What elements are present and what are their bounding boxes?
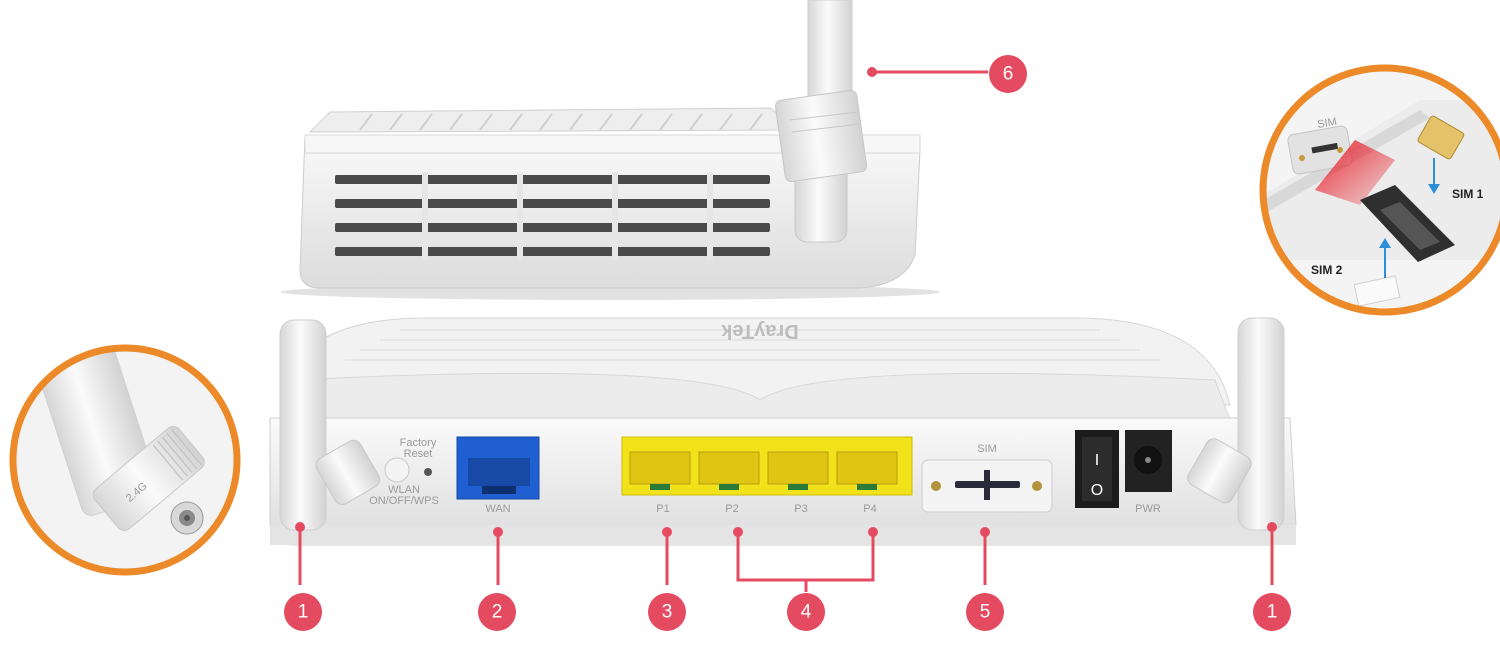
callout-6: 6 xyxy=(867,55,1027,93)
callout-1-right-number: 1 xyxy=(1267,602,1278,623)
power-switch[interactable]: I O xyxy=(1075,430,1119,508)
factory-reset-button[interactable] xyxy=(424,468,432,476)
callout-1-left-number: 1 xyxy=(298,602,309,623)
callout-4-number: 4 xyxy=(801,602,812,623)
label-line: Reset xyxy=(404,448,433,460)
wlan-wps-button[interactable] xyxy=(384,457,410,483)
sim-slot[interactable] xyxy=(921,459,1053,513)
switch-on-mark: I xyxy=(1095,452,1099,469)
pwr-label: PWR xyxy=(1135,503,1161,515)
callout-1-right: 1 xyxy=(1253,527,1291,631)
callout-3: 3 xyxy=(648,527,686,631)
callout-2-number: 2 xyxy=(492,602,503,623)
port-label-p2: P2 xyxy=(725,503,738,515)
wan-label: WAN xyxy=(485,503,510,515)
callout-5-number: 5 xyxy=(980,602,991,623)
port-label-p4: P4 xyxy=(863,503,876,515)
antenna-right xyxy=(1187,317,1285,532)
label-line: ON/OFF/WPS xyxy=(369,495,439,507)
sim-zoom-inset: SIM SIM 1 SIM 2 xyxy=(1259,64,1500,316)
sim-label: SIM xyxy=(977,443,997,455)
callout-6-number: 6 xyxy=(1003,64,1014,85)
router-side-view xyxy=(280,0,940,300)
port-label-p1: P1 xyxy=(656,503,669,515)
callout-4: 4 xyxy=(733,527,878,631)
sim-slot-text: SIM xyxy=(1316,116,1337,131)
sim1-label: SIM 1 xyxy=(1452,187,1484,201)
side-antenna xyxy=(774,0,868,183)
wan-port xyxy=(456,436,540,500)
callout-5: 5 xyxy=(966,527,1004,631)
port-label-p3: P3 xyxy=(794,503,807,515)
power-jack xyxy=(1125,430,1172,492)
switch-off-mark: O xyxy=(1091,482,1103,499)
lan-port-block xyxy=(621,436,913,496)
brand-mark: DrayTek xyxy=(720,320,798,342)
antenna-zoom-inset: 2.4G xyxy=(9,344,241,576)
antenna-left xyxy=(279,319,381,532)
callout-1-left: 1 xyxy=(284,527,322,631)
callout-2: 2 xyxy=(478,527,516,631)
sim2-label: SIM 2 xyxy=(1311,263,1343,277)
callout-3-number: 3 xyxy=(662,602,673,623)
